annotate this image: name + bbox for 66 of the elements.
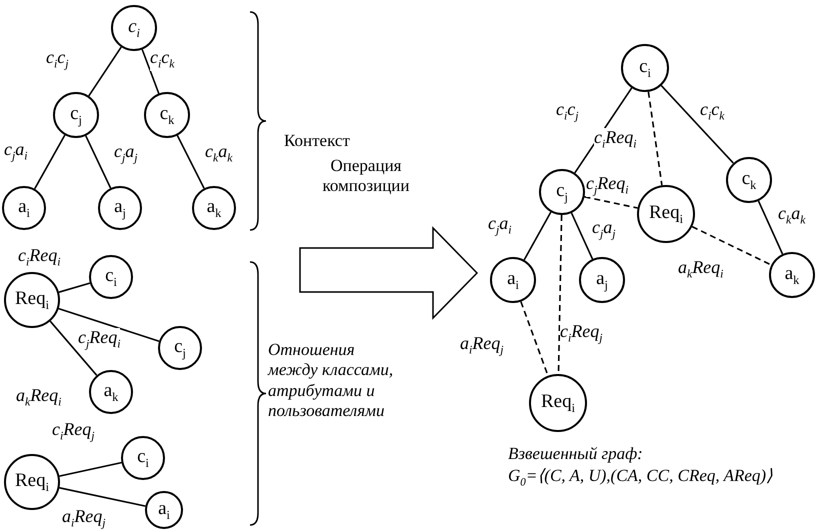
note-text: Взвешенный граф: [508,444,644,464]
circle-node [192,186,236,230]
edge-line [141,49,160,94]
edge-label: c$_{j}$Req$_{i}$ [78,328,120,352]
edge-line [692,226,772,266]
edge-line [59,462,122,477]
edge-line [648,92,663,186]
circle-node [490,257,536,303]
edge-line [58,308,160,342]
circle-node [98,186,142,230]
edge-line [758,200,784,254]
circle-node [111,5,157,51]
circle-node [726,157,772,203]
circle-node [121,436,165,480]
node-label: c$_{i}$ [105,266,117,288]
node-label: c$_{j}$ [556,180,568,204]
circle-node [89,255,133,299]
edge-label: c$_{j}$Req$_{i}$ [586,174,628,198]
edge-label: c$_{i}$Req$_{j}$ [560,322,602,346]
edge-line [50,320,98,376]
circle-node [621,44,669,92]
node-label: c$_{i}$ [639,56,651,80]
circle-node [769,252,815,298]
circle-node [89,370,133,414]
circle-node [2,186,46,230]
edge-line [58,282,90,293]
node-label: a$_{j}$ [596,268,608,292]
group-label: Контекст [284,131,351,152]
node-label: a$_{k}$ [206,196,222,220]
edge-line [584,196,638,209]
edge-line [59,487,146,507]
node-label: c$_{k}$ [742,168,756,192]
edge-label: a$_{i}$Req$_{j}$ [62,507,106,530]
edge-line [88,46,122,96]
edge-line [660,85,734,164]
node-label: c$_{j}$ [70,104,82,126]
group-label: Отношения между классами, атрибутами и пользователями [268,340,394,422]
circle-node [145,491,183,529]
node-label: c$_{i}$ [137,446,149,470]
edge-label: c$_{i}$Req$_{j}$ [52,420,94,444]
formula-text: G$_{0}$=⟨(C, A, U),(CA, CC, CReq, AReq)⟩ [508,466,774,490]
node-label: a$_{k}$ [104,380,118,404]
node-label: a$_{i}$ [18,196,30,220]
edge-line [34,134,66,190]
edge-line [176,135,205,189]
circle-node [539,169,585,215]
node-label: Req$_{i}$ [14,288,50,312]
node-label: Req$_{i}$ [648,202,684,226]
node-label: Req$_{i}$ [540,392,576,414]
edge-line [85,135,112,188]
circle-node [53,92,99,138]
node-label: c$_{j}$ [174,336,186,360]
node-label: c$_{k}$ [160,104,174,126]
operation-label: Операция композиции [321,156,411,197]
node-label: a$_{k}$ [784,264,800,286]
edge-label: a$_{i}$Req$_{j}$ [460,334,504,358]
node-label: a$_{j}$ [114,196,126,220]
edge-line [524,212,552,260]
circle-node [144,92,190,138]
node-label: a$_{i}$ [158,498,170,522]
node-label: Req$_{i}$ [14,470,50,494]
circle-node [158,326,202,370]
circle-node [579,257,625,303]
node-label: c$_{i}$ [128,16,140,40]
node-label: a$_{i}$ [507,268,519,292]
edge-line [570,212,594,260]
